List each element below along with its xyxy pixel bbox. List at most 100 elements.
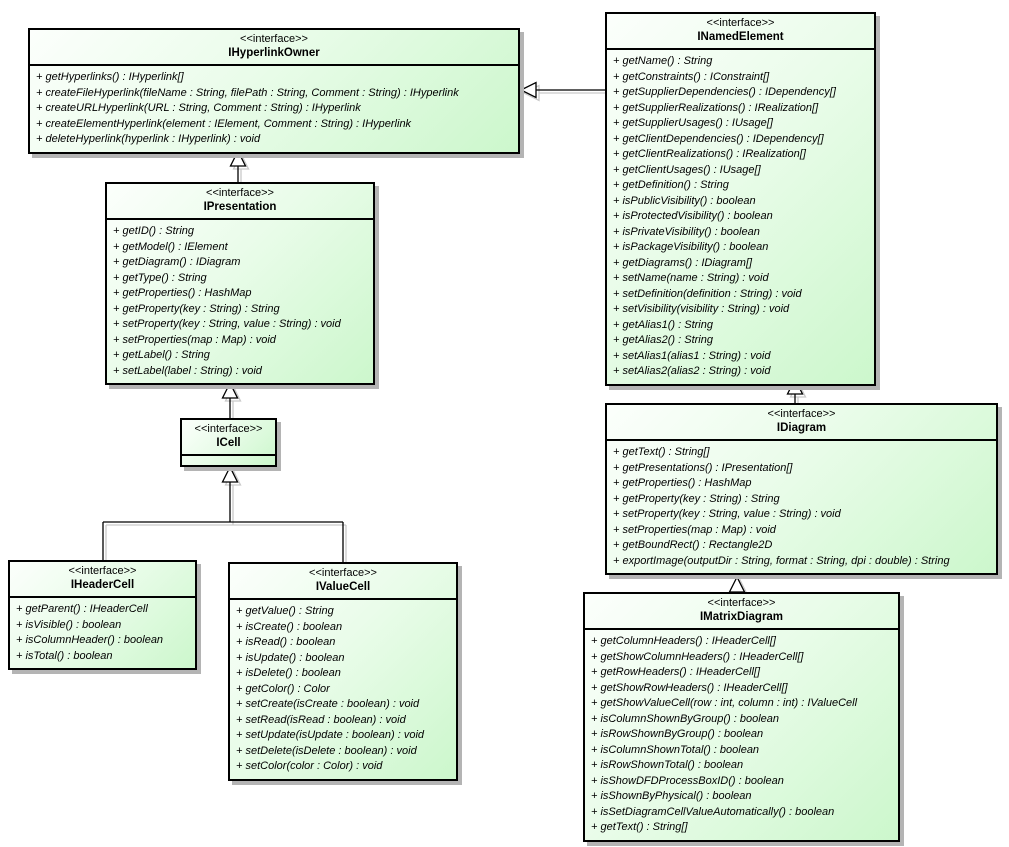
method-item: + getSupplierDependencies() : IDependenc… [613,86,836,98]
method-item: + isTotal() : boolean [16,649,113,662]
method-item: + getShowValueCell(row : int, column : i… [591,697,858,709]
method-item: + isRead() : boolean [236,636,336,648]
method-item: + setDelete(isDelete : boolean) : void [236,744,417,757]
class-box-imatrixdiagram[interactable]: <<interface>> IMatrixDiagram + getColumn… [583,592,900,842]
method-item: + getColumnHeaders() : IHeaderCell[] [591,635,776,647]
method-item: + setLabel(label : String) : void [113,364,262,377]
method-item: + isProtectedVisibility() : boolean [613,210,773,222]
method-item: + createFileHyperlink(fileName : String,… [36,86,459,99]
method-item: + isVisible() : boolean [16,618,122,631]
method-item: + getConstraints() : IConstraint[] [613,70,770,83]
class-header: <<interface>> ICell [182,420,275,456]
class-header: <<interface>> IHeaderCell [10,562,195,598]
class-box-icell[interactable]: <<interface>> ICell [180,418,277,467]
method-item: + getModel() : IElement [113,240,228,253]
method-item: + isPrivateVisibility() : boolean [613,225,760,238]
class-header: <<interface>> INamedElement [607,14,874,50]
method-item: + getProperties() : HashMap [613,477,752,489]
methods-compartment: + getValue() : String + isCreate() : bool… [230,600,456,779]
class-box-ipresentation[interactable]: <<interface>> IPresentation + getID() : … [105,182,375,385]
class-header: <<interface>> IValueCell [230,564,456,600]
method-item: + setUpdate(isUpdate : boolean) : void [236,729,425,741]
method-item: + isPackageVisibility() : boolean [613,241,769,253]
class-box-iheadercell[interactable]: <<interface>> IHeaderCell + getParent() … [8,560,197,670]
class-header: <<interface>> IHyperlinkOwner [30,30,518,66]
class-header: <<interface>> IMatrixDiagram [585,594,898,630]
method-item: + getParent() : IHeaderCell [16,603,148,615]
method-item: + getColor() : Color [236,682,330,695]
method-item: + setDefinition(definition : String) : v… [613,287,802,300]
method-item: + setName(name : String) : void [613,272,769,284]
method-item: + setAlias1(alias1 : String) : void [613,349,771,362]
method-item: + isColumnShownByGroup() : boolean [591,712,780,725]
method-item: + createURLHyperlink(URL : String, Comme… [36,102,361,114]
stereotype-label: <<interface>> [68,565,137,577]
method-item: + getType() : String [113,271,207,284]
method-item: + getName() : String [613,55,713,67]
method-item: + isRowShownTotal() : boolean [591,759,744,771]
class-name: IHeaderCell [70,579,135,591]
method-item: + setVisibility(visibility : String) : v… [613,303,790,315]
method-item: + getShowRowHeaders() : IHeaderCell[] [591,681,788,694]
method-item: + isShownByPhysical() : boolean [591,790,752,802]
class-box-ihyperlinkowner[interactable]: <<interface>> IHyperlinkOwner + getHyper… [28,28,520,154]
method-item: + getAlias1() : String [613,318,713,331]
methods-compartment: + getParent() : IHeaderCell + isVisible()… [10,598,195,668]
method-item: + setAlias2(alias2 : String) : void [613,365,771,377]
methods-compartment: + getID() : String + getModel() : IElemen… [107,220,373,383]
methods-compartment: + getName() : String + getConstraints() :… [607,50,874,384]
method-item: + isCreate() : boolean [236,620,343,633]
method-item: + isRowShownByGroup() : boolean [591,728,764,740]
method-item: + setProperties(map : Map) : void [613,523,776,536]
method-item: + getAlias2() : String [613,334,713,346]
method-item: + isColumnHeader() : boolean [16,634,164,646]
connector-lines[interactable] [102,89,796,592]
method-item: + getDiagram() : IDiagram [113,256,241,268]
class-box-idiagram[interactable]: <<interface>> IDiagram + getText() : Str… [605,403,998,575]
method-item: + getSupplierRealizations() : IRealizati… [613,101,819,114]
method-item: + getID() : String [113,225,195,237]
method-item: + setProperty(key : String, value : Stri… [113,318,341,330]
method-item: + deleteHyperlink(hyperlink : IHyperlink… [36,133,261,145]
methods-compartment: + getText() : String[] + getPresentations… [607,441,996,573]
class-name: INamedElement [697,31,784,43]
methods-compartment: + getHyperlinks() : IHyperlink[] + create… [30,66,518,152]
class-name: IMatrixDiagram [699,611,784,623]
arrowhead-cells-tree [221,465,239,483]
method-item: + getClientDependencies() : IDependency[… [613,132,824,145]
stereotype-label: <<interface>> [707,597,776,609]
class-name: ICell [216,437,241,449]
method-item: + setCreate(isCreate : boolean) : void [236,698,420,710]
method-item: + getBoundRect() : Rectangle2D [613,539,773,551]
method-item: + getHyperlinks() : IHyperlink[] [36,71,184,83]
class-box-ivaluecell[interactable]: <<interface>> IValueCell + getValue() : … [228,562,458,781]
method-item: + getValue() : String [236,605,334,617]
class-box-inamedelement[interactable]: <<interface>> INamedElement + getName() … [605,12,876,386]
method-item: + isUpdate() : boolean [236,651,345,664]
method-item: + getSupplierUsages() : IUsage[] [613,117,773,129]
method-item: + getClientUsages() : IUsage[] [613,163,761,176]
stereotype-label: <<interface>> [240,33,308,45]
method-item: + isSetDiagramCellValueAutomatically() :… [591,805,835,818]
method-item: + isShowDFDProcessBoxID() : boolean [591,774,784,787]
stereotype-label: <<interface>> [194,423,263,435]
method-item: + isDelete() : boolean [236,667,341,679]
class-header: <<interface>> IDiagram [607,405,996,441]
method-item: + getLabel() : String [113,349,210,361]
stereotype-label: <<interface>> [206,187,274,199]
method-item: + getPresentations() : IPresentation[] [613,461,793,474]
class-name: IValueCell [315,581,371,593]
method-item: + getText() : String[] [613,446,710,458]
class-name: IHyperlinkOwner [228,47,320,59]
arrowhead-cell-presentation [221,381,239,399]
method-item: + isPublicVisibility() : boolean [613,194,756,207]
stereotype-label: <<interface>> [767,408,836,420]
methods-compartment: + getColumnHeaders() : IHeaderCell[] + ge… [585,630,898,840]
method-item: + setProperties(map : Map) : void [113,333,276,346]
method-item: + setProperty(key : String, value : Stri… [613,508,841,520]
method-item: + getProperty(key : String) : String [113,302,280,315]
method-item: + getClientRealizations() : IRealization… [613,148,806,160]
method-item: + getRowHeaders() : IHeaderCell[] [591,666,761,678]
